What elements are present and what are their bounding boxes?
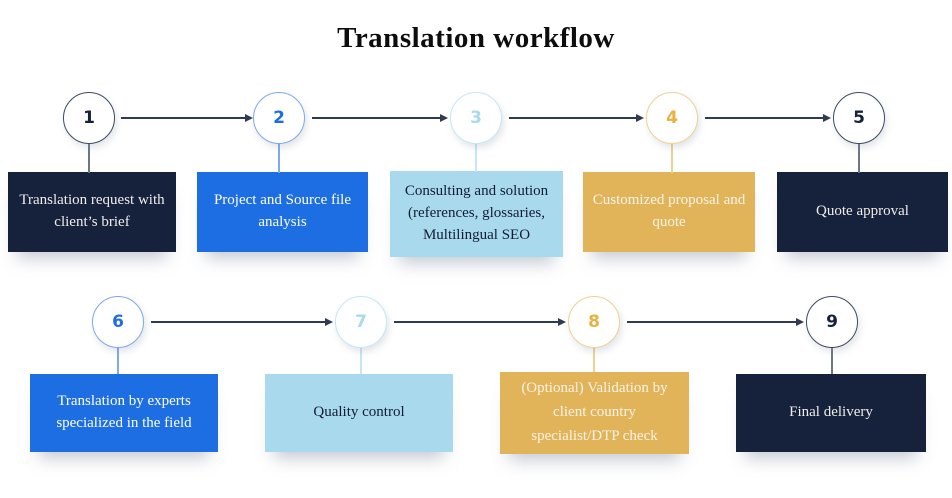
step-1-label: Translation request with client’s brief — [19, 192, 165, 230]
step-4-connector — [671, 143, 673, 173]
step-2-connector — [278, 143, 280, 173]
arrow-3-4 — [509, 114, 644, 122]
arrow-1-2 — [121, 114, 253, 122]
step-3-label: Consulting and solution (references, glo… — [404, 183, 549, 243]
step-6-box: Translation by experts specialized in th… — [30, 374, 218, 452]
arrow-6-7 — [151, 318, 333, 326]
step-9-circle: 9 — [806, 296, 858, 348]
step-7-label: Quality control — [313, 404, 405, 421]
step-6-number: 6 — [112, 312, 124, 332]
step-7-box: Quality control — [265, 374, 453, 452]
step-3-number: 3 — [470, 108, 482, 128]
arrow-2-3 — [312, 114, 448, 122]
step-5-number: 5 — [853, 108, 865, 128]
step-4-box: Customized proposal and quote — [583, 172, 755, 252]
step-8-label: (Optional) Validation by client country … — [521, 380, 668, 444]
arrow-8-9 — [627, 318, 804, 326]
step-9-connector — [831, 347, 833, 374]
step-7-circle: 7 — [335, 296, 387, 348]
step-7-number: 7 — [355, 312, 367, 332]
step-9-box: Final delivery — [736, 374, 926, 452]
step-6-connector — [117, 347, 119, 374]
step-2-label: Project and Source file analysis — [213, 192, 352, 230]
step-9-number: 9 — [826, 312, 838, 332]
step-9-label: Final delivery — [789, 404, 873, 421]
step-1-box: Translation request with client’s brief — [8, 172, 176, 252]
step-8-number: 8 — [588, 312, 600, 332]
step-4-circle: 4 — [646, 92, 698, 144]
step-8-circle: 8 — [568, 296, 620, 348]
step-6-label: Translation by experts specialized in th… — [56, 393, 192, 431]
step-4-label: Customized proposal and quote — [592, 192, 746, 230]
arrow-7-8 — [394, 318, 566, 326]
diagram-title: Translation workflow — [337, 22, 615, 54]
step-4-number: 4 — [666, 108, 678, 128]
step-2-number: 2 — [273, 108, 285, 128]
step-1-number: 1 — [83, 108, 95, 128]
step-3-circle: 3 — [450, 92, 502, 144]
step-1-circle: 1 — [63, 92, 115, 144]
step-7-connector — [360, 347, 362, 374]
step-5-label: Quote approval — [816, 203, 909, 220]
step-2-circle: 2 — [253, 92, 305, 144]
step-2-box: Project and Source file analysis — [197, 172, 368, 252]
arrow-4-5 — [705, 114, 831, 122]
step-3-connector — [475, 143, 477, 172]
step-8-connector — [593, 347, 595, 372]
step-6-circle: 6 — [92, 296, 144, 348]
step-8-box: (Optional) Validation by client country … — [500, 372, 689, 454]
step-1-connector — [88, 143, 90, 173]
step-5-circle: 5 — [833, 92, 885, 144]
step-5-connector — [858, 143, 860, 173]
step-5-box: Quote approval — [777, 172, 948, 252]
step-3-box: Consulting and solution (references, glo… — [390, 171, 563, 257]
